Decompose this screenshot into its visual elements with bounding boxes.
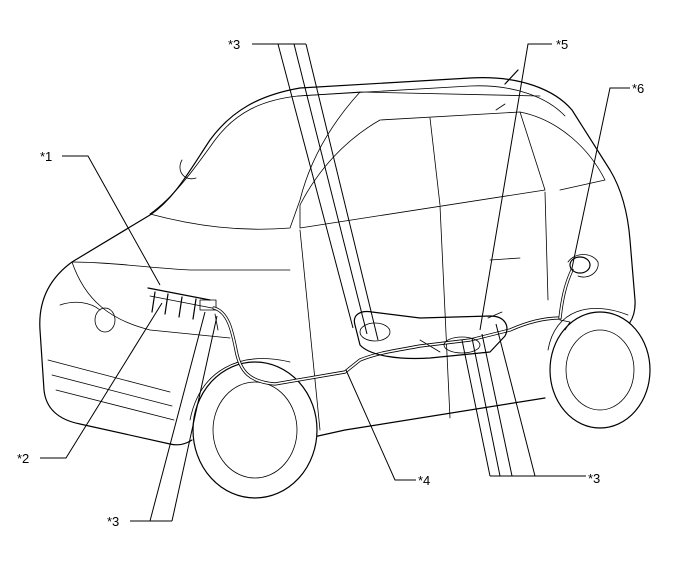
callout-2: *2 — [17, 451, 30, 466]
callout-6: *6 — [632, 81, 645, 96]
callout-3-top: *3 — [228, 37, 241, 52]
callout-5: *5 — [556, 37, 569, 52]
fuel-filler-pipe — [558, 256, 591, 331]
callout-3-bottom-right: *3 — [588, 471, 601, 486]
callout-3-bottom-left: *3 — [107, 514, 120, 529]
callout-1: *1 — [40, 149, 53, 164]
fuel-tank — [353, 310, 508, 360]
fuel-lines — [212, 306, 562, 386]
front-wheel — [189, 358, 318, 499]
callout-4: *4 — [418, 473, 431, 488]
rear-wheel — [547, 308, 651, 429]
car-body — [39, 69, 636, 446]
leader-lines — [40, 43, 630, 522]
fuel-injectors — [147, 287, 217, 320]
